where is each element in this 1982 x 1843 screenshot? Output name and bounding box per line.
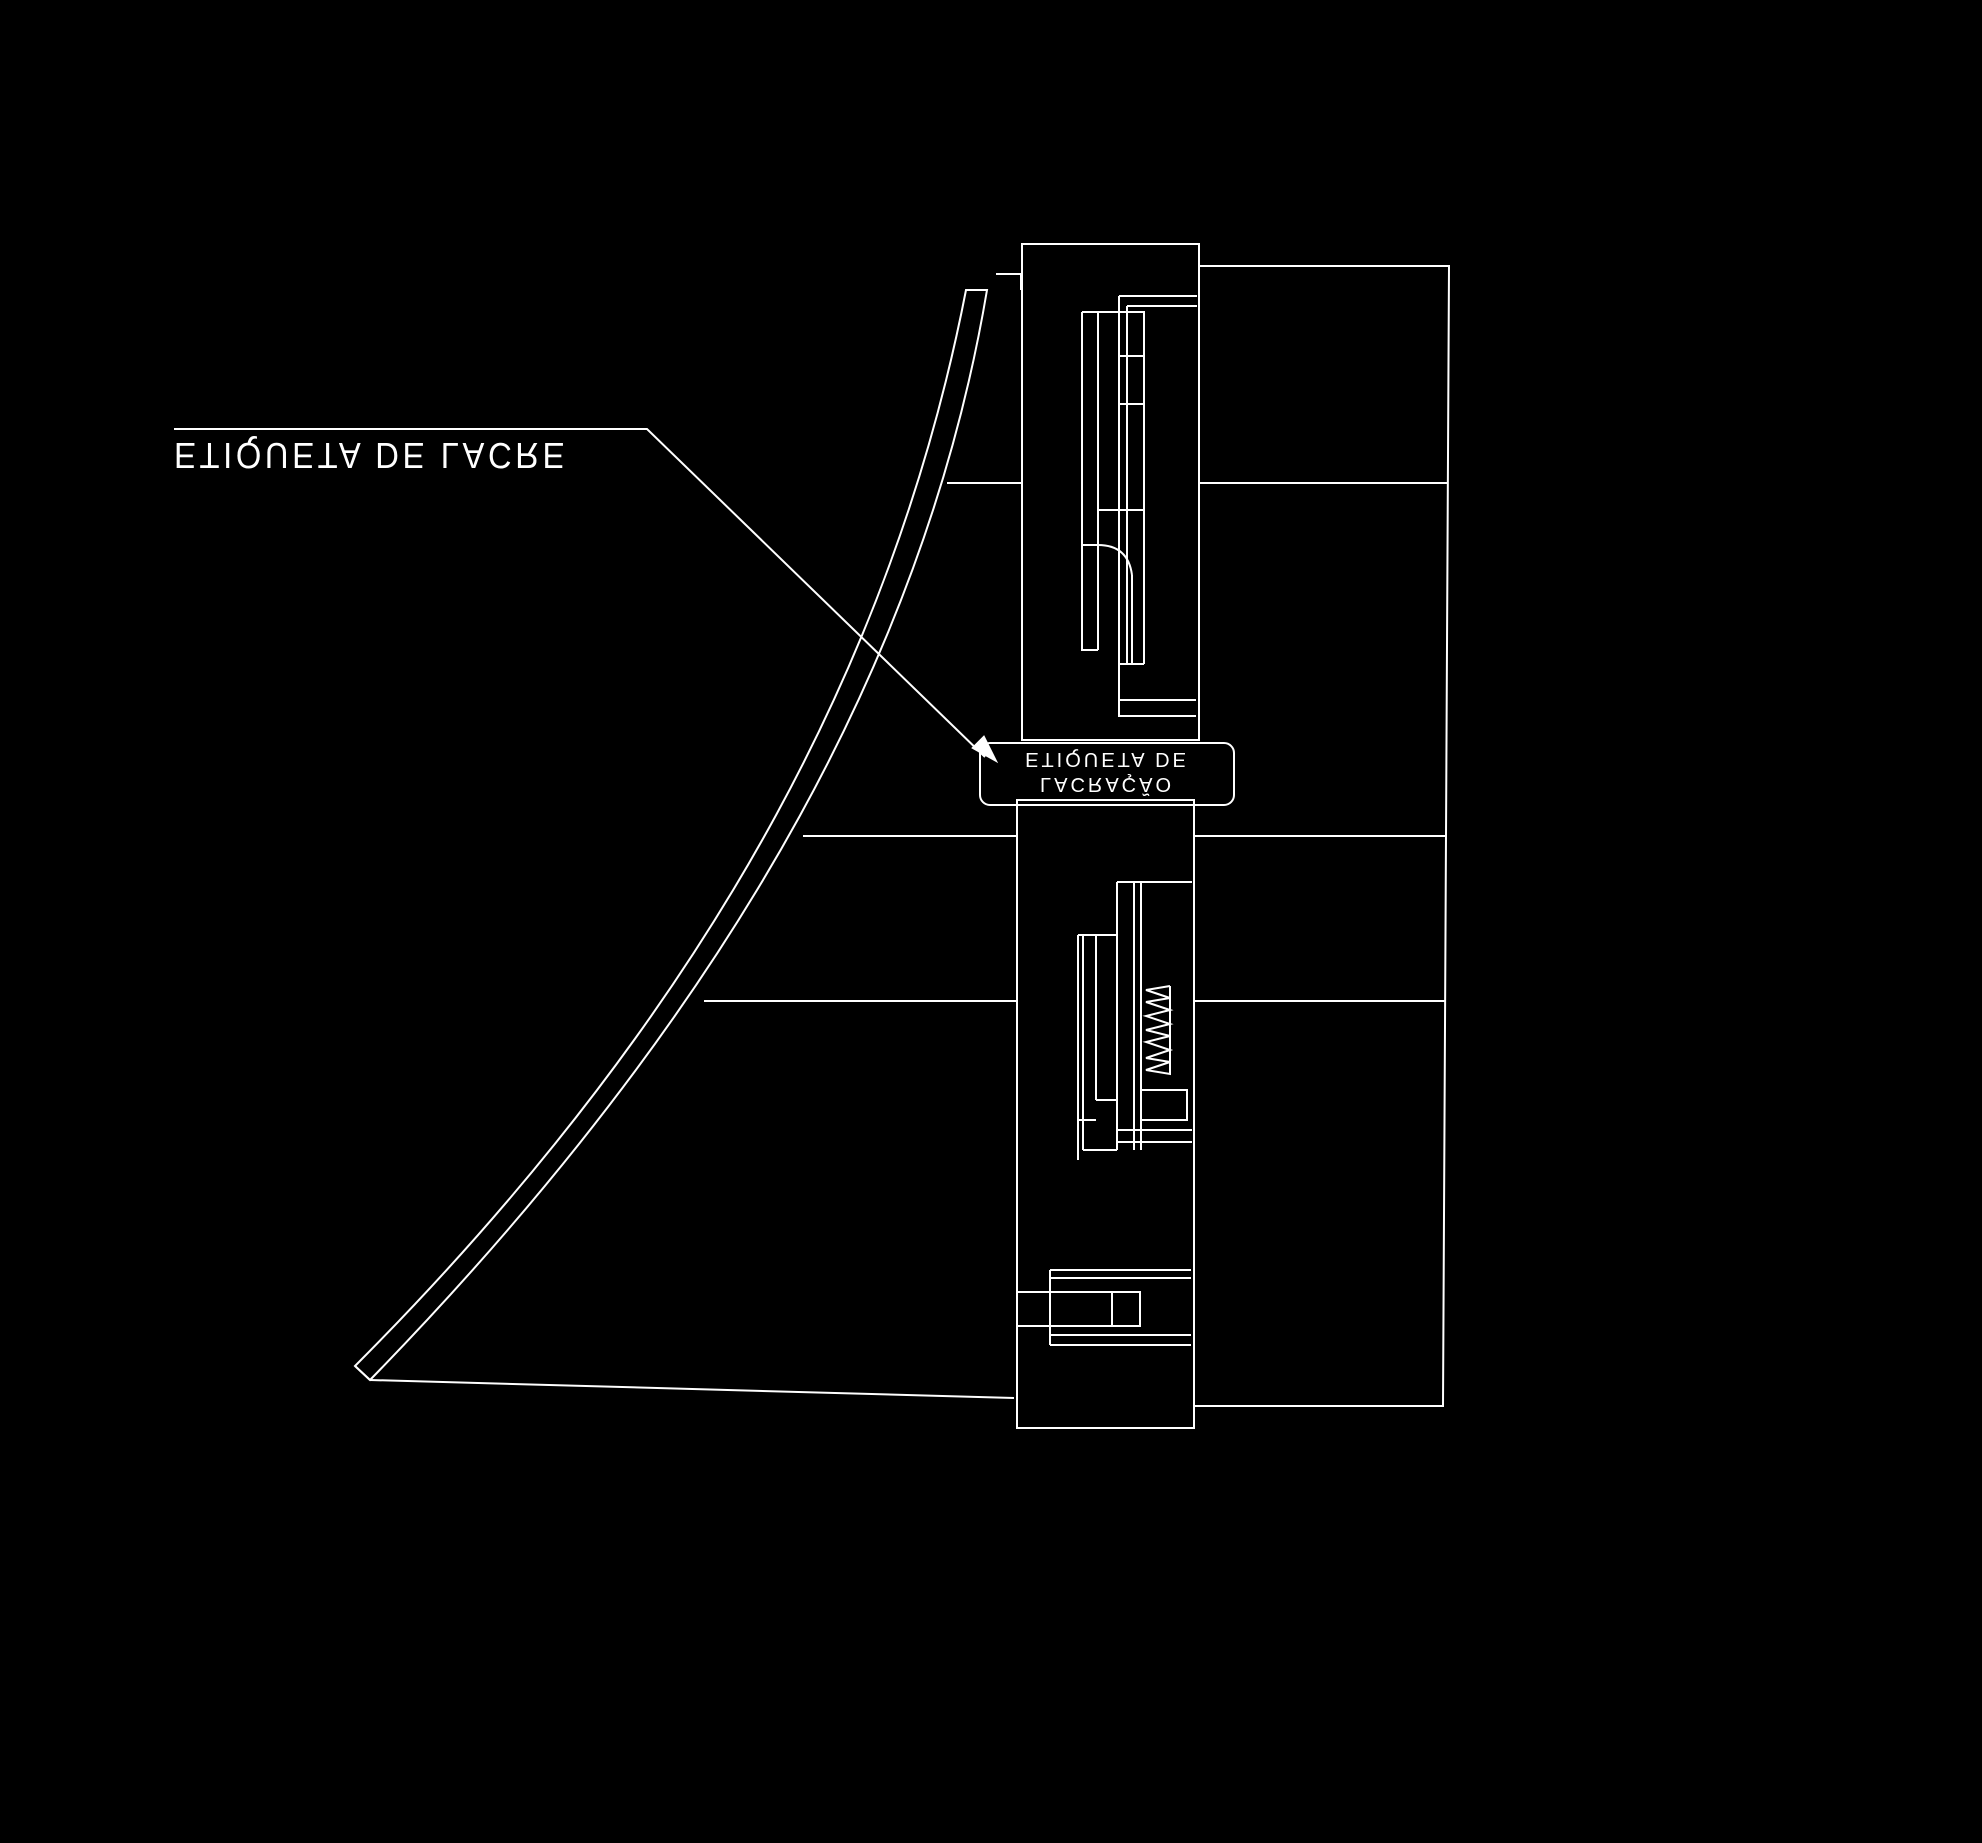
label-box-line2: ETIQUETA DE <box>1025 748 1189 770</box>
label-box-line1: LACRAÇÃO <box>1040 773 1174 797</box>
callout-text: ETIQUETA DE LACRE <box>174 435 568 476</box>
arrow-head-icon <box>971 735 999 764</box>
lower-mechanism <box>1077 881 1192 1160</box>
upper-column <box>1021 243 1200 741</box>
bottom-mechanism <box>1017 1269 1191 1346</box>
label-box: LACRAÇÃO ETIQUETA DE <box>979 742 1235 806</box>
base-line <box>369 1379 1015 1399</box>
callout-text-group: ETIQUETA DE LACRE <box>174 435 568 476</box>
right-frame <box>704 265 1451 1407</box>
lower-column <box>1016 799 1195 1429</box>
upper-mechanism <box>1081 295 1197 717</box>
callout-leader <box>174 428 999 764</box>
